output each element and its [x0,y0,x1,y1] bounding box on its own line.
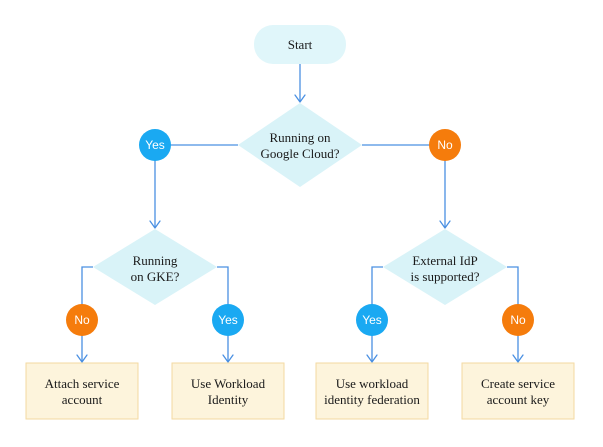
outcome-use-workload-identity: Use Workload Identity [171,362,285,420]
badge-idp-no-label: No [510,313,526,327]
arrow-idp-yes [366,354,378,363]
decision-google-cloud: Running on Google Cloud? [238,103,362,187]
badge-gke-no: No [66,304,98,336]
outcome-create-service-account-key: Create service account key [461,362,575,420]
badge-idp-no-circle [502,304,534,336]
badge-gke-yes-circle [212,304,244,336]
decision-external-idp: External IdP is supported? [383,229,507,305]
outcome-attach-service-account: Attach service account [25,362,139,420]
outcome-use-workload-identity-shape [171,362,285,420]
outcome-workload-identity-federation-shape [315,362,429,420]
decision-gke-shape [93,229,217,305]
decision-google-cloud-line-1: Running on [269,130,331,145]
outcome-attach-service-account-shape [25,362,139,420]
arrow-cloud-yes [149,220,161,229]
start-label: Start [288,37,313,52]
badge-idp-yes-circle [356,304,388,336]
decision-external-idp-shape [383,229,507,305]
badge-cloud-no: No [429,129,461,161]
arrow-gke-yes [222,354,234,363]
decision-google-cloud-shape [238,103,362,187]
badge-idp-no: No [502,304,534,336]
badge-gke-yes: Yes [212,304,244,336]
outcome-key-line-1: Create service [481,376,555,391]
badge-idp-yes-label: Yes [362,313,382,327]
outcome-workload-line-2: Identity [208,392,249,407]
badge-cloud-no-label: No [437,138,453,152]
outcome-workload-line-1: Use Workload [191,376,266,391]
badge-cloud-yes-circle [139,129,171,161]
badge-cloud-yes-label: Yes [145,138,165,152]
outcome-attach-line-2: account [62,392,103,407]
arrow-start-to-cloud [294,94,306,103]
decision-external-idp-line-2: is supported? [411,269,480,284]
badge-cloud-no-circle [429,129,461,161]
outcome-federation-line-2: identity federation [324,392,420,407]
edge-cloud-yes [154,144,238,228]
start-node: Start [254,25,346,64]
outcome-create-service-account-key-shape [461,362,575,420]
badge-gke-yes-label: Yes [218,313,238,327]
decision-external-idp-line-1: External IdP [412,253,477,268]
decision-google-cloud-line-2: Google Cloud? [260,146,339,161]
outcome-workload-identity-federation: Use workload identity federation [315,362,429,420]
decision-gke: Running on GKE? [93,229,217,305]
outcome-federation-line-1: Use workload [336,376,409,391]
badge-cloud-yes: Yes [139,129,171,161]
start-shape [254,25,346,64]
outcome-attach-line-1: Attach service [45,376,120,391]
decision-gke-line-1: Running [133,253,178,268]
arrow-idp-no [512,354,524,363]
badge-gke-no-circle [66,304,98,336]
arrow-cloud-no [439,220,451,229]
badge-idp-yes: Yes [356,304,388,336]
decision-gke-line-2: on GKE? [131,269,180,284]
edge-cloud-no [362,144,446,228]
arrow-gke-no [76,354,88,363]
badge-gke-no-label: No [74,313,90,327]
outcome-key-line-2: account key [487,392,550,407]
